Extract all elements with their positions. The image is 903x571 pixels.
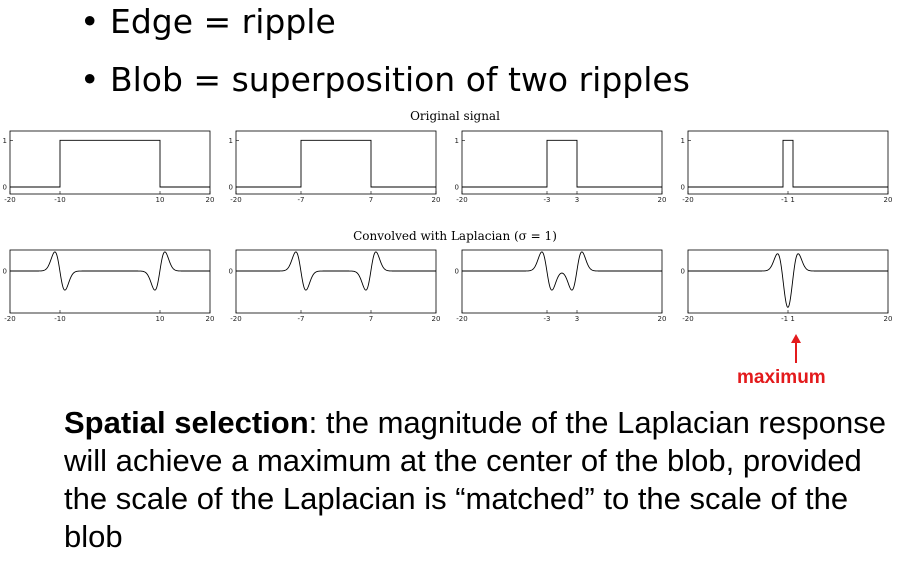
- bullet-item: • Blob = superposition of two ripples: [80, 60, 690, 118]
- y-tick-label: 0: [3, 184, 7, 192]
- y-tick-label: 0: [3, 268, 7, 276]
- signal-panel-laplacian: -20 -10 10 20 0: [3, 249, 214, 323]
- y-tick-label: 1: [681, 137, 685, 145]
- x-tick-label: 10: [156, 196, 165, 204]
- bullet-dot-icon: •: [80, 60, 100, 99]
- original-signal-title: Original signal: [410, 109, 500, 123]
- signal-line: [236, 251, 436, 291]
- x-tick-label: 3: [575, 196, 579, 204]
- plot-frame: [235, 130, 437, 195]
- x-tick-label: -10: [54, 315, 65, 323]
- x-tick-label: 20: [658, 196, 667, 204]
- signal-panel-original: -20 -7 7 20 0 1: [229, 130, 440, 204]
- x-tick-label: -20: [4, 196, 15, 204]
- y-tick-label: 0: [455, 184, 459, 192]
- x-tick-label: -7: [298, 196, 305, 204]
- x-tick-label: 20: [658, 315, 667, 323]
- x-tick-label: -7: [298, 315, 305, 323]
- spatial-selection-paragraph: Spatial selection: the magnitude of the …: [64, 404, 894, 556]
- plot-frame: [9, 249, 211, 314]
- plot-frame: [461, 249, 663, 314]
- signal-line: [10, 251, 210, 291]
- x-tick-label: -20: [4, 315, 15, 323]
- bullet-list: • Edge = ripple • Blob = superposition of …: [80, 2, 690, 118]
- x-tick-label: 20: [206, 196, 215, 204]
- plot-frame: [9, 130, 211, 195]
- y-tick-label: 0: [455, 268, 459, 276]
- signal-line: [10, 139, 210, 188]
- signal-line: [462, 139, 662, 188]
- x-tick-label: 20: [884, 315, 893, 323]
- y-tick-label: 0: [229, 184, 233, 192]
- signal-panel-laplacian: -20 -3 3 20 0: [455, 249, 666, 323]
- x-tick-label: -3: [544, 315, 551, 323]
- signal-line: [688, 139, 888, 188]
- x-tick-label: -20: [682, 315, 693, 323]
- x-tick-label: -20: [456, 315, 467, 323]
- bullet-text: Edge = ripple: [110, 2, 336, 41]
- x-tick-label: 20: [432, 196, 441, 204]
- x-tick-label: 7: [369, 315, 373, 323]
- signal-panel-original: -20 -3 3 20 0 1: [455, 130, 666, 204]
- signal-panel-original: -20 -10 10 20 0 1: [3, 130, 214, 204]
- y-tick-label: 1: [455, 137, 459, 145]
- x-tick-label: -1 1: [781, 315, 795, 323]
- bullet-item: • Edge = ripple: [80, 2, 690, 60]
- plot-frame: [687, 249, 889, 314]
- paragraph-text: : the magnitude of the Laplacian respons…: [64, 405, 886, 554]
- y-tick-label: 1: [229, 137, 233, 145]
- x-tick-label: 20: [884, 196, 893, 204]
- maximum-arrow-icon: [791, 334, 801, 363]
- x-tick-label: 10: [156, 315, 165, 323]
- y-tick-label: 1: [3, 137, 7, 145]
- signal-line: [236, 139, 436, 188]
- laplacian-title: Convolved with Laplacian (σ = 1): [353, 229, 557, 243]
- signal-line: [688, 253, 888, 308]
- signal-panel-original: -20 -1 1 20 0 1: [681, 130, 892, 204]
- signal-line: [462, 251, 662, 291]
- y-tick-label: 0: [229, 268, 233, 276]
- bullet-text: Blob = superposition of two ripples: [110, 60, 690, 99]
- x-tick-label: -20: [230, 315, 241, 323]
- plot-frame: [461, 130, 663, 195]
- y-tick-label: 0: [681, 268, 685, 276]
- plot-frame: [235, 249, 437, 314]
- signal-panel-laplacian: -20 -1 1 20 0: [681, 249, 892, 323]
- x-tick-label: 3: [575, 315, 579, 323]
- x-tick-label: -1 1: [781, 196, 795, 204]
- y-tick-label: 0: [681, 184, 685, 192]
- x-tick-label: -3: [544, 196, 551, 204]
- maximum-label: maximum: [737, 367, 826, 388]
- x-tick-label: -20: [230, 196, 241, 204]
- x-tick-label: 20: [432, 315, 441, 323]
- x-tick-label: 7: [369, 196, 373, 204]
- signal-panel-laplacian: -20 -7 7 20 0: [229, 249, 440, 323]
- x-tick-label: -20: [456, 196, 467, 204]
- paragraph-bold-term: Spatial selection: [64, 405, 309, 440]
- x-tick-label: -10: [54, 196, 65, 204]
- x-tick-label: -20: [682, 196, 693, 204]
- x-tick-label: 20: [206, 315, 215, 323]
- bullet-dot-icon: •: [80, 2, 100, 41]
